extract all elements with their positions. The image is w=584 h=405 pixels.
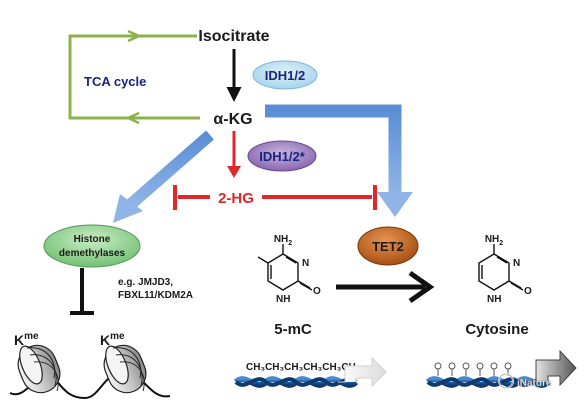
examples-line1: e.g. JMJD3, (118, 277, 173, 288)
5mc-structure-icon (257, 244, 313, 291)
nucleosomes (9, 344, 171, 400)
histone-label-line1: Histone (74, 234, 111, 245)
nucleosome-2 (103, 344, 147, 394)
idh-enzyme: IDH1/2 (252, 60, 318, 90)
watermark-label: iNature (517, 378, 552, 389)
isocitrate-label: Isocitrate (198, 28, 269, 45)
cytosine-nh-label: NH (487, 294, 501, 305)
histone-demethylases: Histone demethylases (43, 224, 141, 268)
tca-cycle-label: TCA cycle (84, 74, 146, 89)
tet2-label: TET2 (372, 239, 404, 254)
watermark: iNature (498, 373, 552, 389)
idh-mutant-label: IDH1/2* (259, 149, 305, 164)
5mc-nh-label: NH (276, 294, 290, 305)
akg-to-tet2-arrow (265, 104, 413, 217)
2hg-label: 2-HG (218, 190, 254, 207)
tet2-enzyme: TET2 (357, 226, 419, 266)
cytosine-label: Cytosine (465, 321, 528, 338)
tca-arrow-icon-top (127, 29, 143, 43)
nucleosome-1 (17, 344, 61, 394)
tca-cycle-loop (68, 29, 200, 125)
kme-label-1: Kme (14, 331, 39, 348)
5mc-n3-label: N (302, 258, 309, 269)
examples-line2: FBXL11/KDM2A (118, 290, 193, 301)
cytosine-n3-label: N (513, 258, 520, 269)
idh-mutant-enzyme: IDH1/2* (247, 140, 317, 172)
akg-label: α-KG (213, 111, 252, 128)
cytosine-oxygen-label: O (524, 286, 532, 297)
2hg-inhibition: 2-HG (173, 185, 377, 210)
5mc-label: 5-mC (274, 321, 312, 338)
methylated-dna-strand: CH₃CH₃CH₃CH₃CH₃CH₃ (233, 356, 387, 388)
akg-to-histone-arrow (113, 130, 214, 223)
inactive-transcription-arrow-icon (338, 356, 387, 388)
5mc-to-cytosine-arrow (336, 270, 435, 304)
tca-arrow-icon-bottom (124, 111, 140, 125)
5mc-oxygen-label: O (313, 286, 321, 297)
unmethylated-dna-strand (425, 349, 577, 388)
unmethylated-site-markers (434, 362, 512, 376)
methyl-marks-label: CH₃CH₃CH₃CH₃CH₃CH₃ (246, 362, 361, 373)
cytosine-amine-label: NH2 (485, 234, 503, 247)
histone-label-line2: demethylases (59, 248, 126, 259)
akg-to-2hg-arrow (227, 131, 241, 178)
histone-inhibition (70, 268, 94, 315)
idh-label: IDH1/2 (265, 68, 305, 83)
5mc-amine-label: NH2 (274, 234, 292, 247)
active-transcription-arrow-icon (528, 349, 577, 387)
kme-label-2: Kme (100, 331, 125, 348)
cytosine-structure-icon (478, 244, 524, 291)
